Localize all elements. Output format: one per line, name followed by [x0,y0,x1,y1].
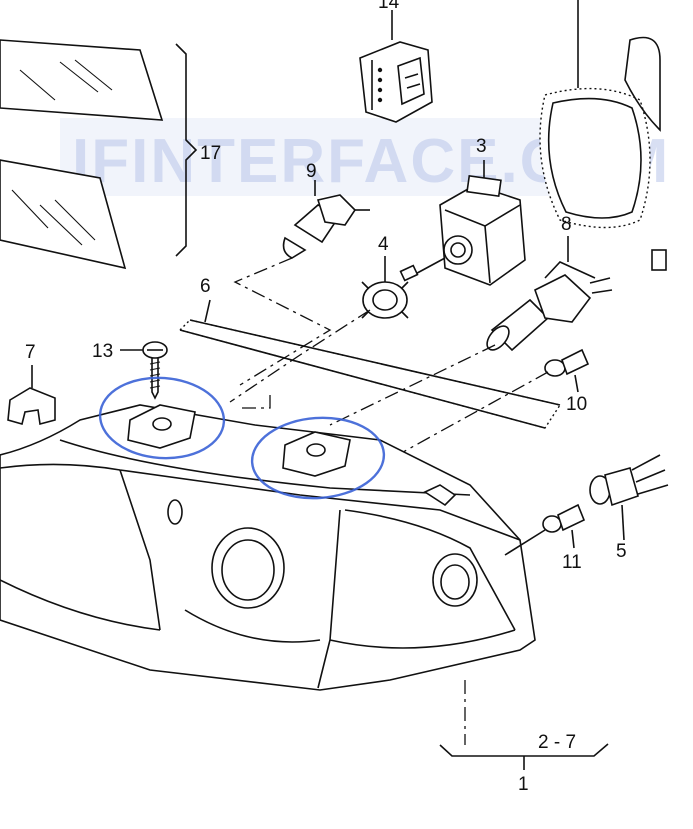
part-5-socket [589,454,669,541]
part-7-clip [7,365,56,426]
callout-9: 9 [306,161,317,182]
callout-2-7: 2 - 7 [538,732,576,753]
part-14-connector [359,10,433,123]
watermark-band [60,118,595,196]
part-8-bulb [486,236,613,352]
leader-lines [229,257,549,745]
part-6-seal-strip [178,299,562,429]
callout-5: 5 [616,541,627,562]
part-13-screw [120,341,168,400]
callout-4: 4 [378,234,389,255]
callout-6: 6 [200,276,211,297]
highlight-circle-right [250,416,386,500]
part-9-bulb [282,180,370,259]
headlight-housing [0,404,546,691]
part-3-motor [399,160,526,286]
callout-3: 3 [476,136,487,157]
callout-7: 7 [25,342,36,363]
part-4-ring [361,256,409,319]
highlight-circle-left [98,376,226,460]
callout-10: 10 [566,394,587,415]
callout-8: 8 [561,214,572,235]
part-11-bulb [542,503,586,549]
callout-14: 14 [378,0,400,13]
part-gasket [539,0,667,271]
part-17-glass-panes [0,39,198,270]
callout-17: 17 [200,143,221,164]
callout-1: 1 [518,774,529,795]
assembly-bracket [439,743,609,770]
part-10-bulb [544,348,590,393]
callout-11: 11 [562,552,582,573]
callout-13: 13 [92,341,113,362]
